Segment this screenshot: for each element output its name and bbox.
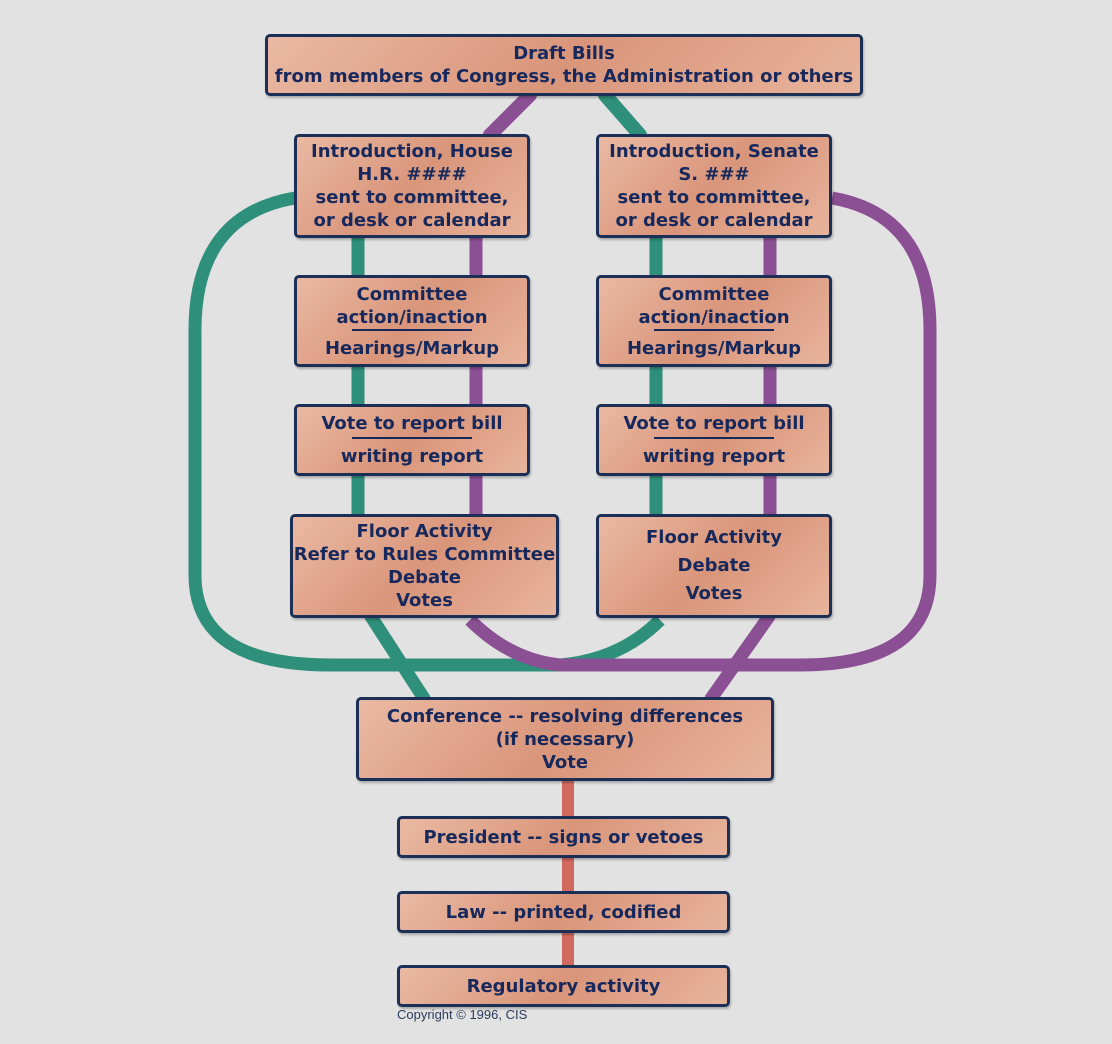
box-line: Debate <box>388 567 461 588</box>
box-line: Votes <box>685 583 743 604</box>
box-line: writing report <box>642 446 786 467</box>
box-line: Regulatory activity <box>466 975 661 997</box>
box-line: sent to committee, <box>315 187 509 208</box>
senate-vote-report-box: Vote to report bill writing report <box>596 404 832 476</box>
box-line: Law -- printed, codified <box>445 901 682 923</box>
box-line: Conference -- resolving differences <box>386 705 744 727</box>
box-line: Committee <box>658 283 770 305</box>
box-line: Vote <box>541 751 589 773</box>
box-line: action/inaction <box>638 306 790 328</box>
box-line: Vote to report bill <box>321 413 503 434</box>
senate-floor-to-conference-connector <box>704 611 776 704</box>
box-line: Debate <box>677 555 751 576</box>
box-line: Hearings/Markup <box>324 337 500 359</box>
president-box: President -- signs or vetoes <box>397 816 730 858</box>
senate-outer-loop-connector <box>465 191 937 672</box>
house-outer-loop-connector <box>188 191 665 672</box>
box-line: sent to committee, <box>617 187 811 208</box>
box-line: (if necessary) <box>495 728 635 750</box>
box-line: Refer to Rules Committee <box>293 544 556 565</box>
house-introduction-box: Introduction, House H.R. #### sent to co… <box>294 134 530 238</box>
box-line: Floor Activity <box>356 521 493 542</box>
conference-box: Conference -- resolving differences (if … <box>356 697 774 781</box>
divider-line <box>654 328 774 331</box>
box-line: action/inaction <box>336 306 488 328</box>
draft-to-senate-connector <box>598 88 647 142</box>
regulatory-activity-box: Regulatory activity <box>397 965 730 1007</box>
box-line: Vote to report bill <box>623 413 805 434</box>
copyright-notice: Copyright © 1996, CIS <box>397 1007 528 1022</box>
divider-line <box>352 437 472 439</box>
senate-introduction-box: Introduction, Senate S. ### sent to comm… <box>596 134 832 238</box>
house-committee-box: Committee action/inaction Hearings/Marku… <box>294 275 530 367</box>
box-line: Introduction, House <box>311 141 513 162</box>
draft-bills-box: Draft Bills from members of Congress, th… <box>265 34 863 96</box>
divider-line <box>654 437 774 439</box>
box-line: Introduction, Senate <box>609 141 819 162</box>
box-line: President -- signs or vetoes <box>423 826 704 848</box>
draft-to-house-connector <box>483 88 537 142</box>
house-floor-activity-box: Floor Activity Refer to Rules Committee … <box>290 514 559 618</box>
senate-committee-box: Committee action/inaction Hearings/Marku… <box>596 275 832 367</box>
house-vote-report-box: Vote to report bill writing report <box>294 404 530 476</box>
box-line: Committee <box>356 283 468 305</box>
senate-floor-activity-box: Floor Activity Debate Votes <box>596 514 832 618</box>
box-line: writing report <box>340 446 484 467</box>
law-box: Law -- printed, codified <box>397 891 730 933</box>
box-line: or desk or calendar <box>313 210 511 231</box>
box-line: S. ### <box>678 164 750 185</box>
box-line: Votes <box>396 590 453 611</box>
box-line: Hearings/Markup <box>626 337 802 359</box>
box-line: from members of Congress, the Administra… <box>274 66 854 87</box>
box-line: or desk or calendar <box>615 210 813 231</box>
box-line: H.R. #### <box>357 164 467 185</box>
box-line: Draft Bills <box>513 43 615 64</box>
divider-line <box>352 328 472 331</box>
box-line: Floor Activity <box>646 527 782 548</box>
house-floor-to-conference-connector <box>364 611 431 704</box>
